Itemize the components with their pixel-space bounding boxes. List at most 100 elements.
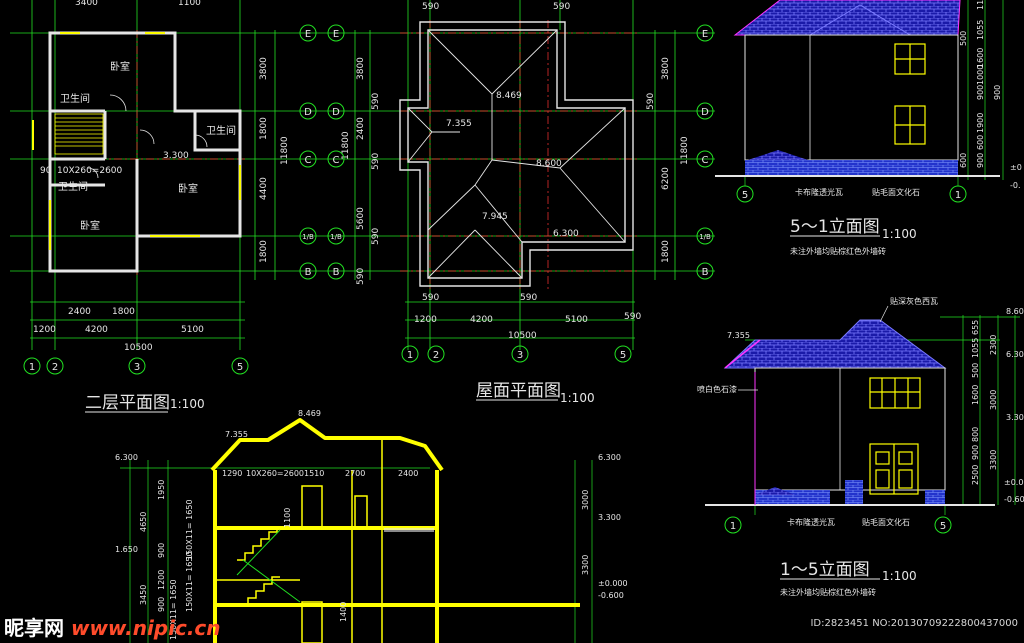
roof-axis-1B-right: 1/B bbox=[699, 233, 711, 241]
plan1-grid bbox=[10, 0, 330, 350]
roof-axis-labels: E D C 1/B B E D C 1/B B 1 2 3 5 bbox=[330, 29, 711, 361]
sec-inner-1: 1400 bbox=[339, 602, 348, 622]
plan1-stair bbox=[54, 113, 104, 155]
sec-right-0: 3000 bbox=[581, 490, 590, 510]
e15-dim-3: 500 bbox=[971, 363, 980, 378]
roof-axis-E-right: E bbox=[702, 29, 708, 40]
sec-inner-0: 1100 bbox=[283, 508, 292, 528]
e15-window-and-door bbox=[869, 377, 921, 495]
e51-dim-8: 600 bbox=[976, 135, 985, 150]
section-left-dims: 1950 4650 900 1200 3450 900 bbox=[139, 480, 166, 612]
dim-11800: 11800 bbox=[280, 136, 290, 165]
e51-dim-0: 1115 bbox=[976, 0, 985, 10]
elevation-1-5: 贴深灰色西瓦 喷白色石漆 卡布隆透光瓦 贴毛面文化石 1 5 655 1055 … bbox=[697, 296, 1024, 597]
roof-axis-3: 3 bbox=[517, 350, 523, 361]
roof-top-dims: 590 590 bbox=[422, 2, 570, 12]
dim-1800b: 1800 bbox=[259, 240, 269, 263]
e15-label-1: 喷白色石漆 bbox=[697, 384, 737, 394]
e15-axis-bubbles bbox=[724, 516, 952, 534]
sec-stair-2: 150X11= 1650 bbox=[169, 579, 178, 640]
axis-3: 3 bbox=[134, 362, 140, 373]
e51-dim-2: 500 bbox=[959, 31, 968, 46]
watermark-id: ID:2823451 NO:20130709222800437000 bbox=[810, 618, 1018, 629]
e15-dim-5: 3000 bbox=[989, 390, 998, 410]
e15-dim-9: 2500 bbox=[971, 465, 980, 485]
room-label-bedroom-1: 卧室 bbox=[110, 60, 130, 73]
e15-scale: 1:100 bbox=[882, 569, 917, 583]
roof-dim-r3: 11800 bbox=[680, 136, 690, 165]
axis-2: 2 bbox=[52, 362, 58, 373]
e15-roof bbox=[723, 319, 947, 369]
sec-left-3: 1200 bbox=[157, 570, 166, 590]
sec-top-1: 10X260=2600 bbox=[246, 469, 304, 478]
sec-level-1: 7.355 bbox=[225, 430, 248, 439]
e15-note: 未注外墙均贴棕红色外墙砖 bbox=[780, 587, 876, 597]
plan1-scale: 1:100 bbox=[170, 397, 205, 411]
e51-dim-9: 900 bbox=[976, 153, 985, 168]
roof-dim-l2: 590 bbox=[371, 93, 381, 110]
roof-bottom-dims: 590 590 590 1200 4200 5100 10500 bbox=[414, 293, 641, 341]
e51-note: 未注外墙均贴棕红色外墙砖 bbox=[790, 246, 886, 256]
section-right-dims: 3000 3300 bbox=[581, 490, 590, 575]
e15-dims: 655 1055 2300 500 1600 3000 800 900 3300… bbox=[727, 307, 1024, 504]
dim-3800: 3800 bbox=[259, 57, 269, 80]
sec-left-5: 900 bbox=[157, 597, 166, 612]
sec-level-4: 3.300 bbox=[598, 513, 621, 522]
sec-left-2: 900 bbox=[157, 543, 166, 558]
e51-dim-6: 900 bbox=[993, 85, 1002, 100]
roof-level-8469: 8.469 bbox=[496, 91, 522, 101]
stair-note: 10X260=2600 bbox=[57, 166, 123, 176]
sec-level-5: ±0.000 bbox=[598, 579, 628, 588]
e15-axis-5: 5 bbox=[940, 521, 946, 532]
e15-level-5: -0.600 bbox=[1004, 495, 1024, 504]
e15-dim-1: 1055 bbox=[971, 338, 980, 358]
roof-ridges bbox=[407, 29, 626, 279]
roof-left-dims: 3800 2400 590 590 5600 590 11800 590 bbox=[341, 57, 381, 285]
e15-dim-0: 655 bbox=[971, 320, 980, 335]
roof-dim-t0: 590 bbox=[422, 2, 439, 12]
plan1-top-dims: 3400 1100 bbox=[75, 0, 201, 8]
e51-level-0: ±0 bbox=[1010, 163, 1022, 172]
roof-axis-E-left: E bbox=[333, 29, 339, 40]
elevation-5-1: 卡布隆透光瓦 贴毛面文化石 5 1 1115 1055 500 1000 160… bbox=[715, 0, 1022, 256]
plan1-windows bbox=[32, 32, 241, 250]
dim-90: 90 bbox=[40, 166, 52, 176]
dim-1800c: 1800 bbox=[112, 307, 135, 317]
e51-axis-5: 5 bbox=[742, 190, 748, 201]
e15-level-1: 8.600 bbox=[1006, 307, 1024, 316]
floor-level: 3.300 bbox=[163, 151, 189, 161]
roof-dim-r1: 6200 bbox=[661, 167, 671, 190]
roof-axis-B-right: B bbox=[702, 267, 709, 278]
e51-title: 5～1立面图 bbox=[790, 217, 880, 237]
section-stair-rails bbox=[236, 529, 301, 603]
sec-top-0: 1290 bbox=[222, 469, 242, 478]
plan1-walls bbox=[48, 31, 242, 273]
e51-axis-bubbles bbox=[736, 185, 967, 203]
sec-stair-1: 150X11= 1650 bbox=[185, 551, 194, 612]
section-drawing: 8.469 7.355 6.300 6.300 1.650 3.300 ±0.0… bbox=[115, 409, 628, 643]
e15-label-2: 卡布隆透光瓦 bbox=[787, 517, 835, 527]
e15-axis-1: 1 bbox=[730, 521, 736, 532]
axis-E: E bbox=[305, 29, 311, 40]
axis-1: 1 bbox=[29, 362, 35, 373]
axis-B: B bbox=[305, 267, 312, 278]
section-top-dims: 1290 10X260=2600 1510 2700 2400 bbox=[222, 469, 418, 478]
roof-axis-2: 2 bbox=[433, 350, 439, 361]
e51-dims: 1115 1055 500 1000 1600 900 900 1900 600… bbox=[959, 0, 1022, 190]
roof-levels: 8.469 7.355 8.600 7.945 6.300 bbox=[446, 91, 579, 239]
watermark-url[interactable]: www.nipic.cn bbox=[70, 616, 221, 640]
roof-plan: 8.469 7.355 8.600 7.945 6.300 3800 2400 … bbox=[327, 0, 715, 405]
section-dim-lines bbox=[120, 460, 593, 643]
axis-5: 5 bbox=[237, 362, 243, 373]
roof-dim-l4: 5600 bbox=[356, 207, 366, 230]
e15-level-3: 3.300 bbox=[1006, 413, 1024, 422]
roof-dim-l5: 590 bbox=[356, 268, 366, 285]
dim-10500: 10500 bbox=[124, 343, 153, 353]
roof-dim-ba1: 590 bbox=[520, 293, 537, 303]
e51-axis-1: 1 bbox=[955, 190, 961, 201]
roof-plan-title: 屋面平面图 bbox=[476, 381, 561, 401]
room-label-bathroom-3: 卫生间 bbox=[58, 180, 88, 193]
roof-right-dims: 3800 6200 1800 11800 590 bbox=[646, 57, 690, 263]
plan1-axis-lines bbox=[50, 30, 245, 275]
